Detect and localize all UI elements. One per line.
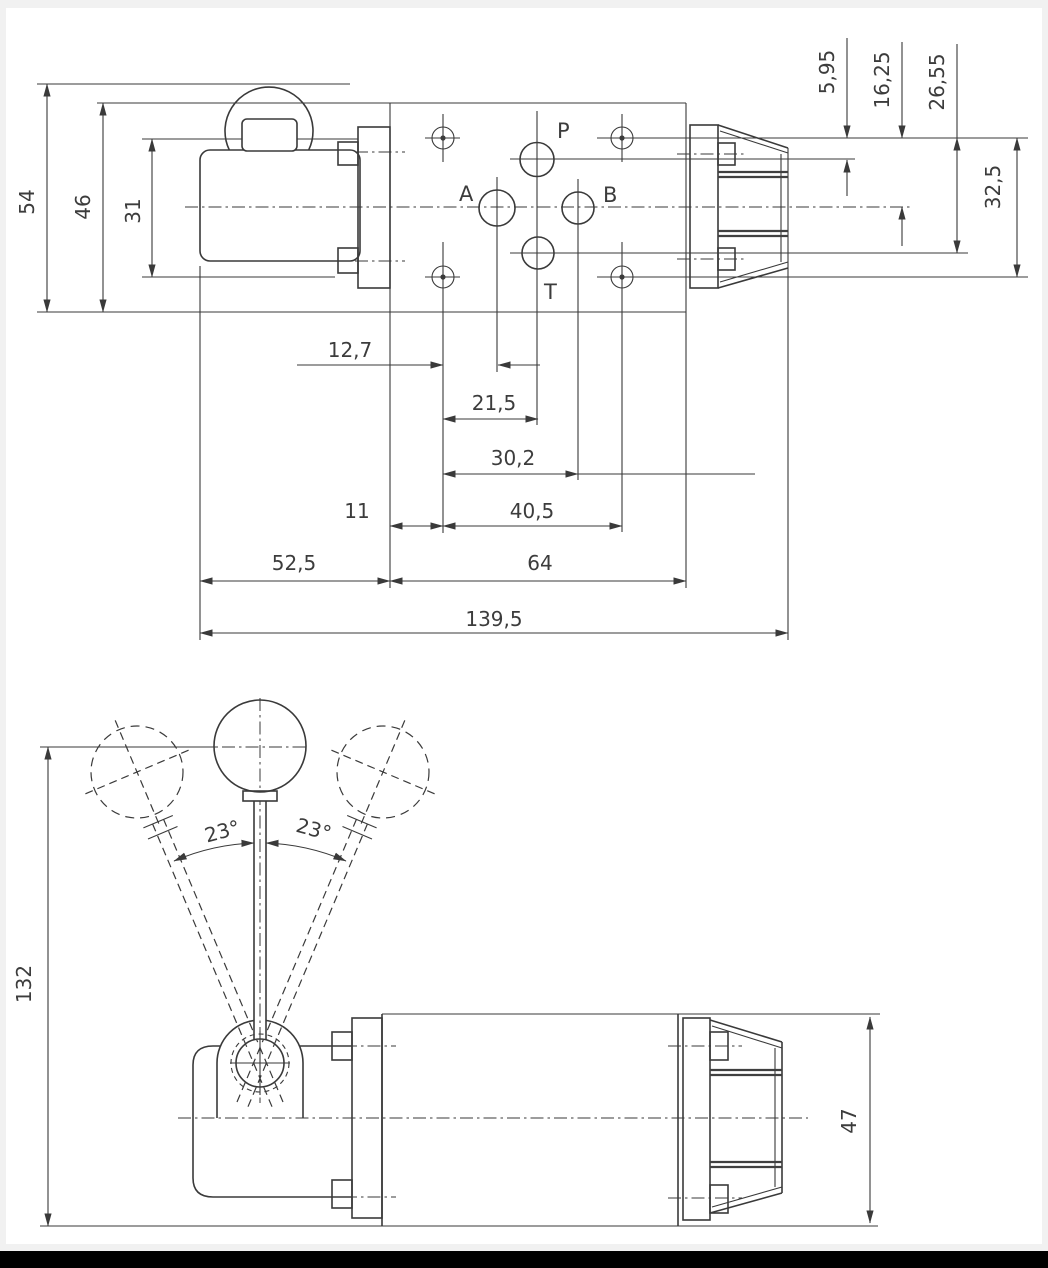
dim-label-30-2: 30,2 [491, 446, 536, 470]
dim-label-12-7: 12,7 [328, 338, 373, 362]
port-p [519, 141, 555, 178]
mounting-flange [357, 126, 391, 289]
lever-ghost-positions [85, 720, 435, 1107]
dim-offset-16-25: 16,25 [870, 42, 906, 246]
dim-label-5-95: 5,95 [815, 50, 839, 95]
lever-stem-top [241, 118, 298, 152]
dim-label-11: 11 [344, 499, 369, 523]
dim-21-5: 21,5 [442, 391, 539, 423]
dim-52-5: 52,5 [199, 551, 391, 585]
bottom-bar [0, 1251, 1048, 1268]
dim-40-5: 40,5 [442, 499, 623, 530]
lever-knob-top [224, 86, 314, 151]
dim-label-52-5: 52,5 [272, 551, 317, 575]
dim-label-31: 31 [121, 198, 145, 223]
dim-label-47: 47 [837, 1108, 861, 1133]
dim-body-height-46: 46 [71, 102, 107, 313]
dim-hole-row-32-5: 32,5 [981, 137, 1021, 278]
port-label-p: P [557, 119, 570, 143]
pivot-crosshair [230, 1031, 290, 1095]
lever-collar [242, 790, 278, 802]
port-label-b: B [603, 183, 617, 207]
dim-64: 64 [389, 551, 687, 585]
cap-grooves [718, 170, 788, 238]
dim-overall-height-54: 54 [15, 83, 51, 313]
dim-12-7: 12,7 [297, 338, 540, 369]
lever-knob-ghost-left [90, 725, 184, 819]
ghost-crosshairs [85, 720, 435, 824]
dim-label-46: 46 [71, 194, 95, 219]
dim-11: 11 [344, 499, 444, 530]
cap-tab-bottom-side [709, 1184, 729, 1214]
cap-tab-top [717, 142, 736, 166]
side-centerlines [178, 698, 808, 1199]
side-extension-lines [40, 746, 880, 1227]
lever-knob-side [213, 699, 307, 793]
cap-column [689, 124, 719, 289]
dim-label-32-5: 32,5 [981, 165, 1005, 210]
cap-grooves-side [710, 1068, 782, 1169]
dim-label-139-5: 139,5 [465, 607, 522, 631]
flange-tab-top [337, 141, 359, 166]
side-flange-tab-bottom [331, 1179, 353, 1209]
dim-label-21-5: 21,5 [472, 391, 517, 415]
mounting-hole-top-right [610, 126, 634, 150]
dim-30-2: 30,2 [442, 446, 755, 478]
paper-background [6, 8, 1042, 1244]
port-label-a: A [459, 182, 474, 206]
dim-label-26-55: 26,55 [925, 53, 949, 110]
lever-knob-ghost-right [336, 725, 430, 819]
dim-offset-26-55: 26,55 [925, 44, 961, 254]
ghost-collar-ticks [143, 814, 377, 840]
dim-label-64: 64 [527, 551, 552, 575]
dim-overall-height-132: 132 [12, 746, 52, 1227]
port-t [521, 236, 555, 270]
lever-pivot [230, 1031, 290, 1095]
cap-taper-edges [717, 124, 789, 289]
top-centerlines [185, 151, 912, 262]
port-b [561, 191, 595, 225]
dim-offset-5-95: 5,95 [815, 38, 851, 196]
port-a [478, 189, 516, 227]
dim-body-height-47: 47 [837, 1016, 874, 1224]
mounting-hole-bottom-right [610, 265, 634, 289]
dim-label-16-25: 16,25 [870, 51, 894, 108]
port-label-t: T [543, 280, 557, 304]
dim-label-132: 132 [12, 965, 36, 1003]
dim-label-54: 54 [15, 189, 39, 214]
side-view: 23° 23° 132 47 [12, 698, 880, 1227]
flange-tab-bottom [337, 247, 359, 274]
dim-inner-height-31: 31 [121, 138, 156, 278]
dim-139-5: 139,5 [199, 607, 789, 637]
mounting-hole-top-left [431, 126, 455, 150]
cap-column-side [682, 1017, 711, 1221]
dim-label-40-5: 40,5 [510, 499, 555, 523]
top-view: P A B T 54 46 31 5,95 16,25 [15, 38, 1028, 640]
end-cap-top [689, 124, 789, 289]
cap-tab-bottom [717, 247, 736, 271]
mounting-hole-bottom-left [431, 265, 455, 289]
